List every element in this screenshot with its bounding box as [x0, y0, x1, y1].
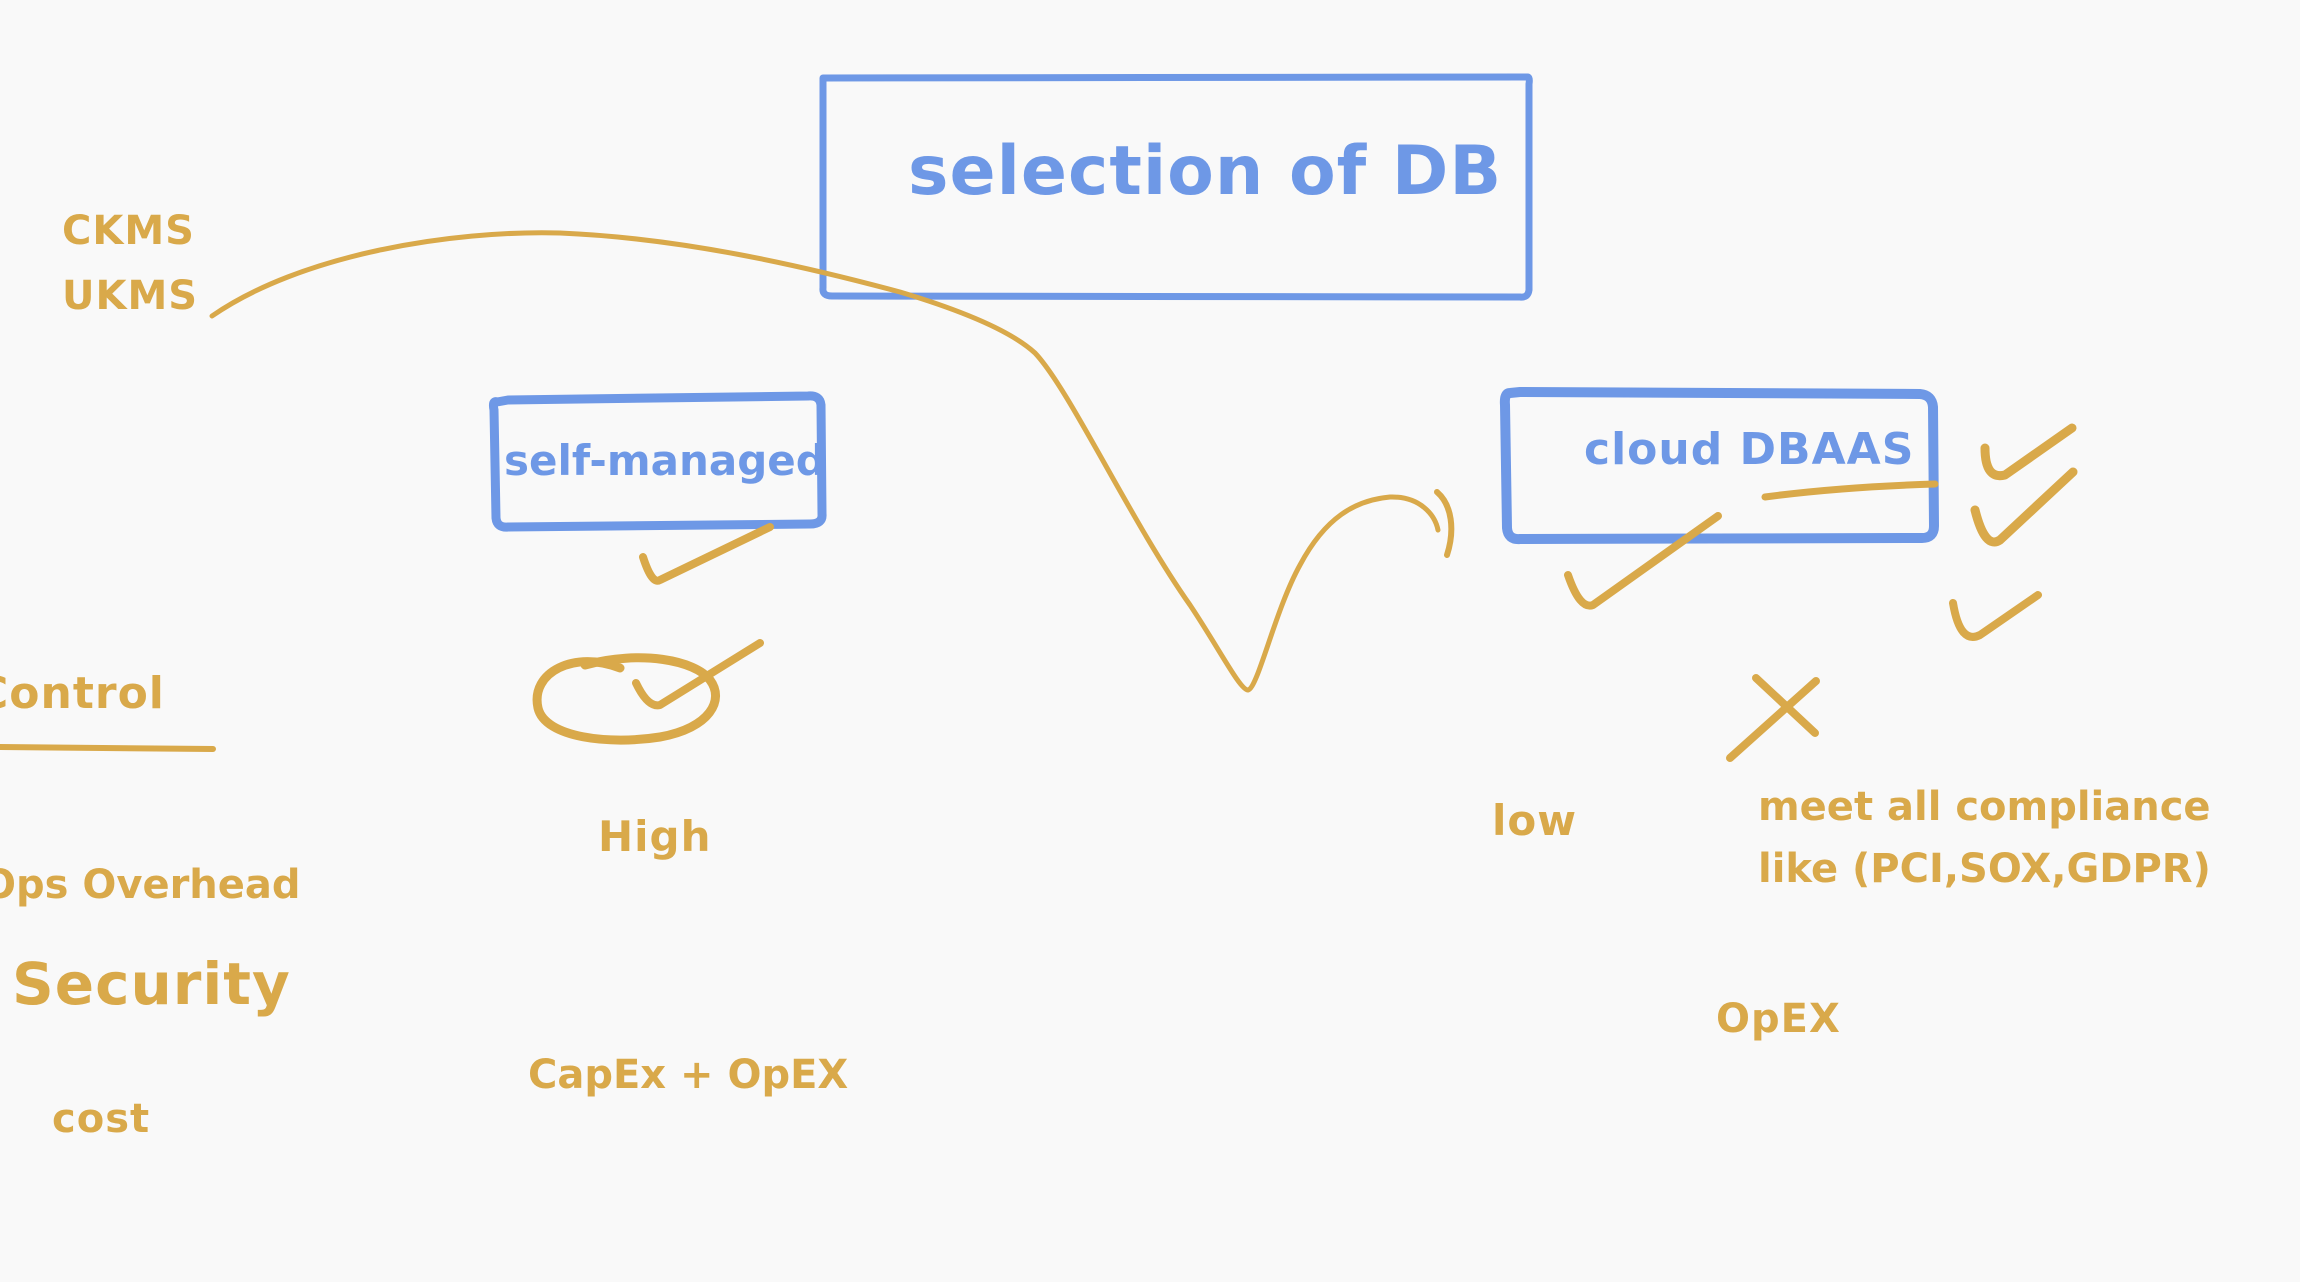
- criterion-cost: cost: [52, 1096, 151, 1142]
- checkmark-icon: [1564, 512, 1722, 610]
- self-managed-cost-value: CapEx + OpEX: [528, 1052, 849, 1098]
- ckms-label: CKMS: [62, 208, 195, 254]
- criterion-security: Security: [12, 950, 291, 1018]
- title-box: [819, 73, 1533, 301]
- self-managed-box: [488, 391, 827, 532]
- self-managed-ops-value: High: [598, 812, 712, 861]
- cross-icon: [1726, 674, 1820, 762]
- connector-curve: [209, 230, 1441, 693]
- cloud-dbaas-label: cloud DBAAS: [1584, 424, 1915, 475]
- checkmark-icon: [1949, 591, 2042, 641]
- cloud-underline: [1761, 480, 1939, 501]
- checkmark-icon: [632, 639, 764, 710]
- cloud-compliance-line1: meet all compliance: [1758, 784, 2211, 830]
- self-managed-label: self-managed: [504, 436, 826, 485]
- cloud-ops-value: low: [1492, 796, 1578, 845]
- ukms-label: UKMS: [62, 273, 199, 319]
- checkmark-icon: [639, 523, 774, 585]
- cloud-box: [1499, 387, 1939, 545]
- control-underline: [0, 744, 216, 752]
- checkmark-icon: [1970, 467, 2078, 547]
- checkmark-icon: [1980, 423, 2077, 481]
- criterion-control: Control: [0, 668, 165, 719]
- criterion-ops-overhead: Ops Overhead: [0, 862, 301, 908]
- cloud-compliance-line2: like (PCI,SOX,GDPR): [1758, 846, 2211, 892]
- diagram-title: selection of DB: [908, 132, 1503, 211]
- circle-annotation: [532, 653, 720, 745]
- connector-hook: [1434, 489, 1455, 558]
- cloud-cost-value: OpEX: [1716, 996, 1841, 1042]
